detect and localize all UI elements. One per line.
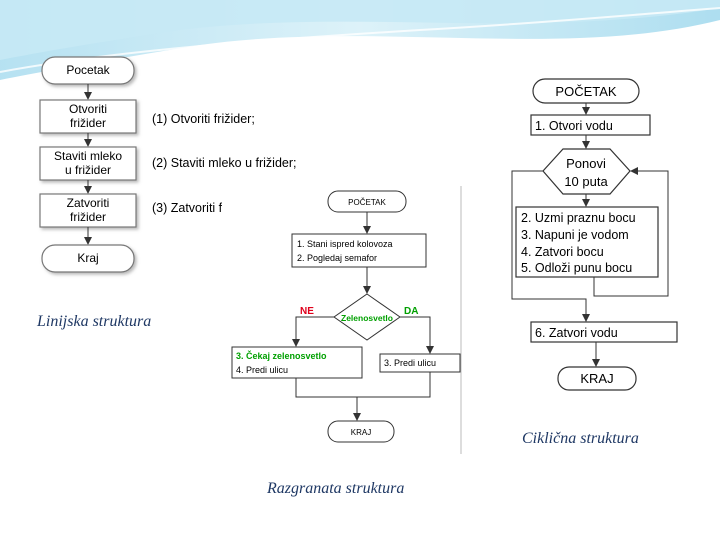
- linear-step2-box: [39, 146, 137, 181]
- linear-step3-box: [39, 193, 137, 228]
- linear-step1-label: frižider: [70, 116, 106, 130]
- branch-end-label: KRAJ: [351, 428, 371, 437]
- linear-start-label: Pocetak: [66, 63, 110, 77]
- branch-yes-box: [379, 353, 461, 373]
- branch-step-label: 1. Stani ispred kolovoza: [297, 239, 393, 249]
- branch-no-path: [292, 316, 334, 347]
- cyclic-loop-exit: [511, 170, 590, 322]
- branch-merge: [295, 372, 431, 398]
- linear-list-item: (1) Otvoriti frižider;: [152, 112, 255, 126]
- cyclic-step6-box: [530, 321, 678, 343]
- linear-step2-label: Staviti mleko: [54, 149, 122, 163]
- branch-no-step: 3. Čekaj zelenosvetlo: [236, 350, 327, 361]
- cyclic-step1-box: [530, 114, 651, 136]
- branch-step-label: 2. Pogledaj semafor: [297, 253, 377, 263]
- linear-list-item: (2) Staviti mleko u frižider;: [152, 156, 296, 170]
- cyclic-body-step: 2. Uzmi praznu bocu: [521, 211, 636, 225]
- branch-caption: Razgranata struktura: [267, 480, 405, 497]
- branch-flowchart: POČETAK 1. Stani ispred kolovoza 2. Pogl…: [222, 186, 462, 454]
- branch-no-box: [231, 346, 363, 379]
- cyclic-end-terminal: [557, 366, 637, 391]
- cyclic-loop-back: [593, 167, 669, 297]
- branch-yes-path: [400, 316, 434, 354]
- linear-step1-box: [39, 99, 137, 134]
- header-waves: [0, 0, 720, 80]
- linear-step2-label: u frižider: [65, 163, 111, 177]
- branch-yes-label: DA: [404, 306, 418, 317]
- cyclic-end-label: KRAJ: [580, 371, 613, 386]
- linear-end-label: Kraj: [77, 251, 98, 265]
- cyclic-step6-label: 6. Zatvori vodu: [535, 326, 618, 340]
- branch-end-terminal: [327, 420, 395, 443]
- branch-condition-label: Zelenosvetlo: [341, 313, 393, 323]
- cyclic-loop-label: 10 puta: [564, 174, 608, 189]
- linear-step1-label: Otvoriti: [69, 102, 107, 116]
- linear-step3-label: frižider: [70, 210, 106, 224]
- cyclic-body-step: 5. Odloži punu bocu: [521, 261, 632, 275]
- cyclic-body-step: 3. Napuni je vodom: [521, 228, 629, 242]
- cyclic-loop-label: Ponovi: [566, 156, 606, 171]
- linear-step3-label: Zatvoriti: [67, 196, 110, 210]
- cyclic-flowchart: POČETAK 1. Otvori vodu Ponovi 10 puta 2.…: [511, 78, 678, 391]
- cyclic-start-label: POČETAK: [555, 84, 616, 99]
- branch-no-label: NE: [300, 306, 314, 317]
- linear-flowchart: Pocetak Otvoriti frižider Staviti mleko …: [39, 56, 296, 273]
- cyclic-body-step: 4. Zatvori bocu: [521, 245, 604, 259]
- cyclic-step1-label: 1. Otvori vodu: [535, 119, 613, 133]
- linear-end-terminal: [41, 244, 135, 273]
- cyclic-caption: Ciklična struktura: [522, 430, 639, 447]
- linear-caption: Linijska struktura: [37, 313, 152, 330]
- branch-yes-step: 3. Predi ulicu: [384, 358, 436, 368]
- branch-decision-diamond: [333, 293, 401, 341]
- branch-start-label: POČETAK: [348, 198, 386, 207]
- branch-step-box: [291, 233, 427, 268]
- cyclic-body-box: [515, 206, 659, 278]
- branch-no-step: 4. Predi ulicu: [236, 365, 288, 375]
